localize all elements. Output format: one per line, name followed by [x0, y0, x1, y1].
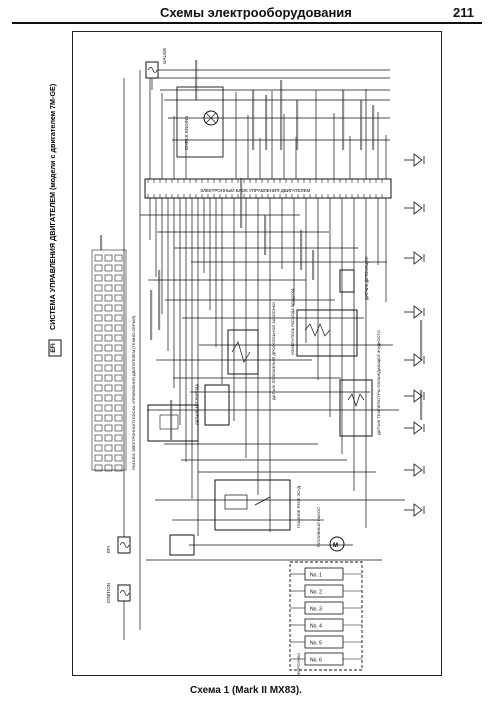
efi-fuse: EFI: [106, 536, 131, 554]
coolant-temp-sensor: ДАТЧИК ТЕМПЕРАТУРЫ ОХЛАЖДАЮЩЕЙ ЖИДКОСТИ: [339, 330, 381, 437]
svg-text:ДАТЧИК ДЕТОНАЦИИ: ДАТЧИК ДЕТОНАЦИИ: [364, 257, 369, 300]
system-title-block: EFI СИСТЕМА УПРАВЛЕНИЯ ДВИГАТЕЛЕМ (модел…: [48, 83, 62, 357]
starter-relay: [169, 534, 195, 556]
svg-text:IGNITION: IGNITION: [106, 583, 111, 603]
injector-label: No. 1: [310, 573, 322, 579]
svg-text:ДАТЧИК ПОЛОЖЕНИЯ ДРОССЕЛЬНОЙ З: ДАТЧИК ПОЛОЖЕНИЯ ДРОССЕЛЬНОЙ ЗАСЛОНКИ: [271, 302, 276, 400]
knock-sensor: ДАТЧИК ДЕТОНАЦИИ: [339, 257, 369, 300]
header-rule: [12, 22, 482, 24]
svg-text:ДАТЧИК КИСЛОРОДА: ДАТЧИК КИСЛОРОДА: [194, 384, 199, 426]
injector-2: No. 2: [290, 584, 362, 598]
svg-text:ИЗМЕРИТЕЛЬ РАСХОДА ВОЗДУХА: ИЗМЕРИТЕЛЬ РАСХОДА ВОЗДУХА: [290, 288, 295, 355]
ecu-block: ЭЛЕКТРОННЫЙ БЛОК УПРАВЛЕНИЯ ДВИГАТЕЛЕМ: [144, 178, 392, 199]
injector-label: No. 6: [310, 658, 322, 664]
oxygen-sensor: ДАТЧИК КИСЛОРОДА: [194, 384, 230, 426]
main-relay: ГЛАВНОЕ РЕЛЕ ЭСУД: [214, 479, 301, 531]
injector-group: No. 1 No. 2 No. 3 No. 4 No. 5 No. 6 ФОРСУНКИ: [289, 561, 363, 675]
system-title: СИСТЕМА УПРАВЛЕНИЯ ДВИГАТЕЛЕМ (модели с …: [48, 83, 57, 330]
svg-text:ТОПЛИВНЫЙ НАСОС: ТОПЛИВНЫЙ НАСОС: [316, 507, 321, 548]
svg-text:ФОРСУНКИ: ФОРСУНКИ: [296, 653, 301, 675]
fuel-pump: M ТОПЛИВНЫЙ НАСОС: [316, 507, 345, 552]
injector-5: No. 5: [290, 635, 362, 649]
ground-symbols: [404, 153, 425, 517]
page-header: Схемы электрооборудования 211: [12, 2, 482, 24]
figure-caption: Схема 1 (Mark II MX83).: [190, 685, 302, 696]
injector-6: No. 6: [290, 652, 362, 666]
injector-label: No. 2: [310, 590, 322, 596]
injector-1: No. 1: [290, 567, 362, 581]
ecu-label: ЭЛЕКТРОННЫЙ БЛОК УПРАВЛЕНИЯ ДВИГАТЕЛЕМ: [200, 186, 311, 193]
signal-wires: [123, 70, 387, 640]
svg-text:M: M: [333, 543, 338, 549]
check-engine-lamp: CHECK ENGINE: [176, 86, 224, 158]
injector-label: No. 4: [310, 624, 322, 630]
injector-3: No. 3: [290, 601, 362, 615]
svg-text:ДАТЧИК ТЕМПЕРАТУРЫ ОХЛАЖДАЮЩЕЙ: ДАТЧИК ТЕМПЕРАТУРЫ ОХЛАЖДАЮЩЕЙ ЖИДКОСТИ: [376, 330, 381, 435]
diagram-frame: [72, 31, 442, 676]
ignitor-block: [147, 404, 199, 442]
system-code: EFI: [51, 343, 57, 353]
svg-text:GAUGE: GAUGE: [162, 48, 167, 64]
injector-label: No. 3: [310, 607, 322, 613]
svg-text:EFI: EFI: [106, 546, 111, 553]
throttle-position-sensor: ДАТЧИК ПОЛОЖЕНИЯ ДРОССЕЛЬНОЙ ЗАСЛОНКИ: [227, 302, 276, 400]
ignition-fuse: IGNITION: [106, 583, 131, 603]
connector-label: РАЗЪЕМ ЭЛЕКТРОННОГО БЛОКА УПРАВЛЕНИЯ ДВИ…: [131, 315, 136, 470]
ecu-connector-grid: [91, 249, 127, 472]
injector-4: No. 4: [290, 618, 362, 632]
svg-text:CHECK ENGINE: CHECK ENGINE: [184, 116, 189, 150]
page-number: 211: [453, 5, 474, 20]
svg-text:ГЛАВНОЕ РЕЛЕ ЭСУД: ГЛАВНОЕ РЕЛЕ ЭСУД: [296, 486, 301, 528]
section-title: Схемы электрооборудования: [160, 5, 352, 20]
air-flow-meter: ИЗМЕРИТЕЛЬ РАСХОДА ВОЗДУХА: [290, 288, 358, 357]
gauge-fuse: GAUGE: [145, 48, 167, 79]
annotation-lines: [100, 60, 423, 440]
injector-label: No. 5: [310, 641, 322, 647]
